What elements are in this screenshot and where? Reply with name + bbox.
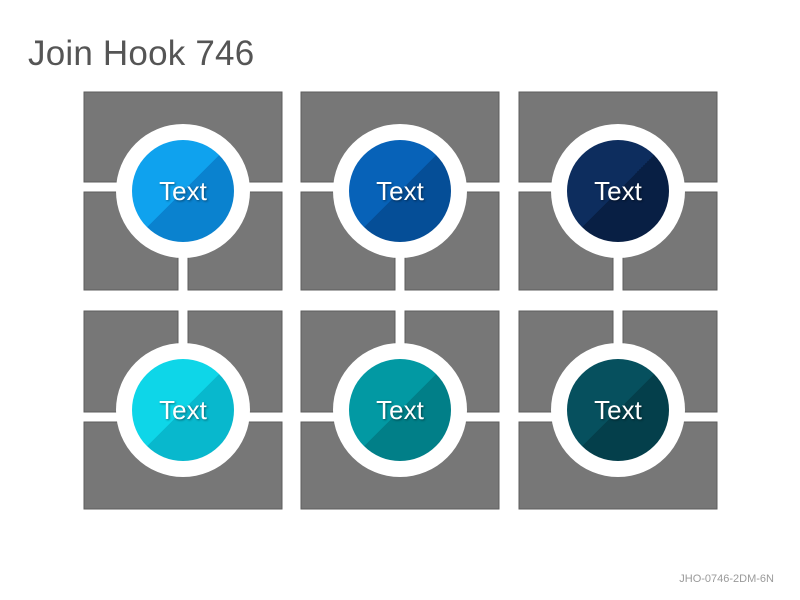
disc bbox=[567, 359, 669, 461]
tile-3-graphic bbox=[518, 91, 718, 291]
disc bbox=[132, 359, 234, 461]
tile-6: Text bbox=[518, 310, 718, 510]
tile-4: Text bbox=[83, 310, 283, 510]
tile-2: Text bbox=[300, 91, 500, 291]
footer-code: JHO-0746-2DM-6N bbox=[679, 573, 774, 585]
tile-1: Text bbox=[83, 91, 283, 291]
tile-1-graphic bbox=[83, 91, 283, 291]
tile-2-graphic bbox=[300, 91, 500, 291]
tile-5-graphic bbox=[300, 310, 500, 510]
tile-5: Text bbox=[300, 310, 500, 510]
page-title: Join Hook 746 bbox=[28, 34, 255, 73]
tile-6-graphic bbox=[518, 310, 718, 510]
disc bbox=[349, 359, 451, 461]
disc bbox=[567, 140, 669, 242]
tile-4-graphic bbox=[83, 310, 283, 510]
tile-3: Text bbox=[518, 91, 718, 291]
disc bbox=[132, 140, 234, 242]
disc bbox=[349, 140, 451, 242]
